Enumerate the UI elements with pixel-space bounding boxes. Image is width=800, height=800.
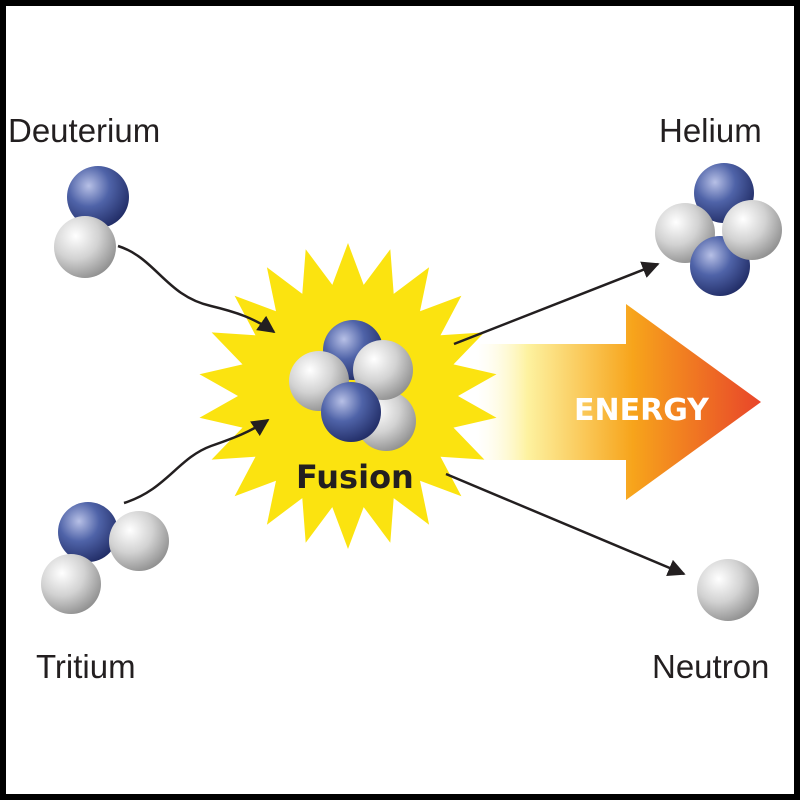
fusion-label: Fusion bbox=[296, 458, 414, 496]
deuterium-arrow bbox=[117, 244, 276, 334]
proton-sphere bbox=[67, 166, 129, 228]
proton-sphere bbox=[321, 382, 381, 442]
diagram-canvas: Deuterium Tritium Helium Neutron Fusion … bbox=[6, 6, 794, 794]
helium-nucleus bbox=[655, 163, 782, 296]
neutron-sphere bbox=[54, 216, 116, 278]
energy-arrow bbox=[476, 304, 761, 500]
neutron-sphere bbox=[353, 340, 413, 400]
neutron-label: Neutron bbox=[652, 648, 769, 685]
tritium-nucleus bbox=[41, 502, 169, 614]
neutron-arrow bbox=[445, 472, 686, 576]
neutron-sphere bbox=[722, 200, 782, 260]
deuterium-nucleus bbox=[54, 166, 129, 278]
deuterium-label: Deuterium bbox=[8, 112, 160, 149]
tritium-label: Tritium bbox=[36, 648, 136, 685]
energy-label: ENERGY bbox=[574, 393, 710, 428]
neutron-sphere bbox=[109, 511, 169, 571]
fusion-diagram: Deuterium Tritium Helium Neutron Fusion … bbox=[8, 112, 782, 685]
proton-sphere bbox=[58, 502, 118, 562]
tritium-arrow bbox=[123, 418, 270, 505]
neutron-particle bbox=[697, 559, 759, 621]
fusion-nucleus bbox=[289, 320, 416, 451]
helium-label: Helium bbox=[659, 112, 762, 149]
neutron-sphere bbox=[41, 554, 101, 614]
helium-arrow bbox=[453, 261, 660, 346]
